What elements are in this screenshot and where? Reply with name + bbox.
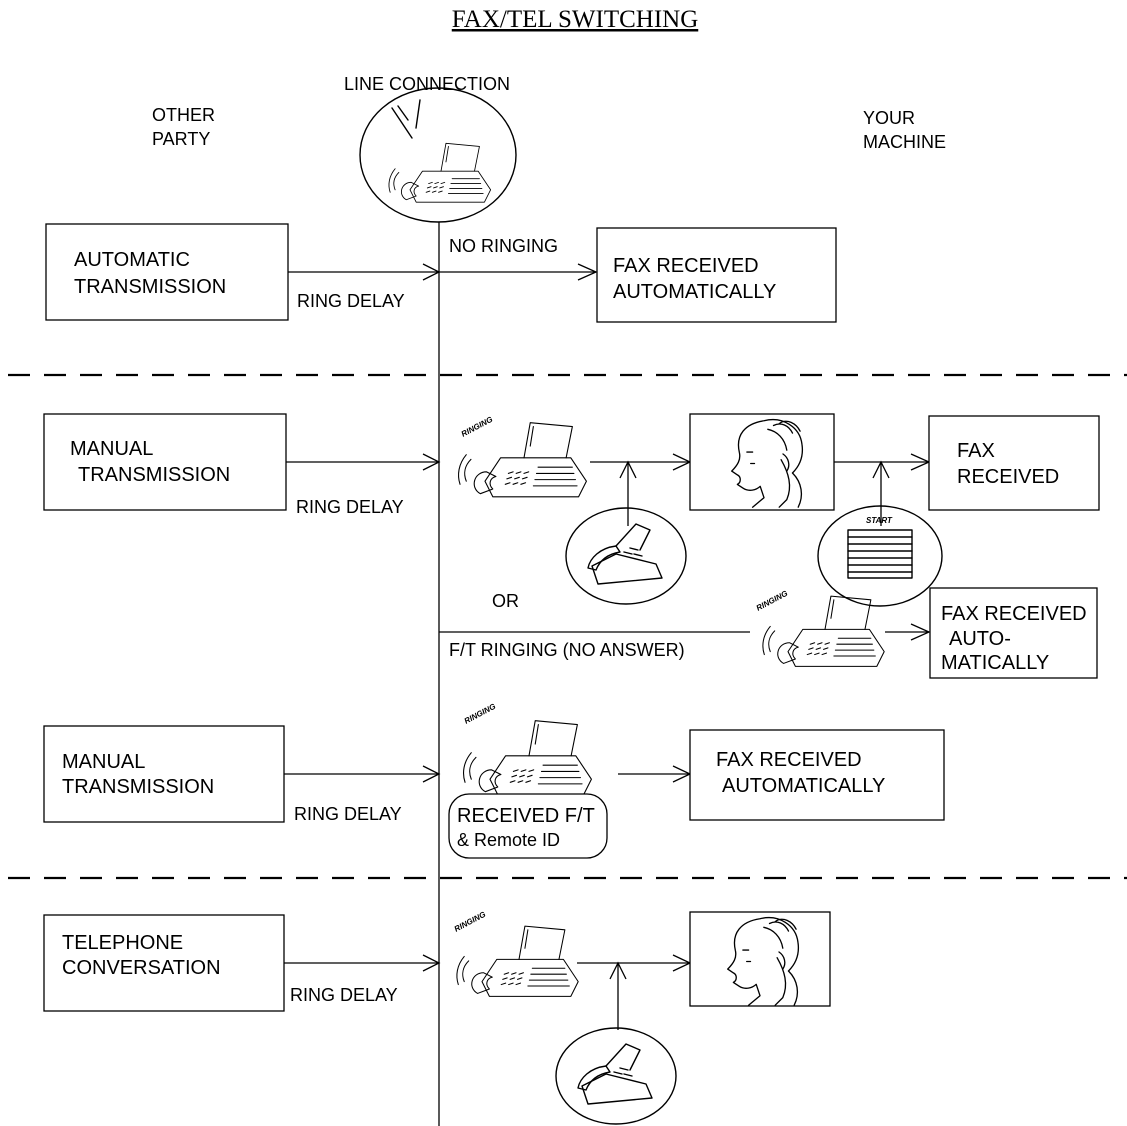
phone-label-1: TELEPHONE (62, 932, 183, 954)
phone-ringing-fax-icon: RINGING (453, 910, 579, 997)
ft-ringing-no-answer: F/T RINGING (NO ANSWER) (449, 640, 685, 660)
start-button-icon: START (817, 505, 943, 607)
manual2-result-box (689, 729, 945, 821)
phone-person-box (689, 911, 831, 1007)
or-label: OR (492, 591, 519, 611)
no-answer-result-label-2: AUTO- (949, 628, 1011, 650)
manual2-result-label-1: FAX RECEIVED (716, 749, 862, 771)
svg-text:RINGING: RINGING (460, 415, 494, 439)
header-other-party-1: OTHER (152, 105, 215, 125)
manual1-ring-delay: RING DELAY (296, 497, 404, 517)
auto-transmission-label-2: TRANSMISSION (74, 276, 226, 298)
badge-label-1: RECEIVED F/T (457, 805, 595, 827)
manual1-result-label-2: RECEIVED (957, 466, 1059, 488)
auto-result-label-1: FAX RECEIVED (613, 255, 759, 277)
header-other-party-2: PARTY (152, 129, 210, 149)
manual2-ringing-fax-icon: RINGING (463, 702, 592, 796)
svg-text:RINGING: RINGING (755, 589, 789, 613)
manual1-transmission-box (43, 413, 287, 511)
header-line-connection: LINE CONNECTION (344, 74, 510, 94)
no-answer-ringing-fax-icon: RINGING (755, 589, 885, 667)
manual1-person-box (689, 413, 835, 511)
svg-text:RINGING: RINGING (453, 910, 487, 934)
no-answer-result-label-3: MATICALLY (941, 652, 1049, 674)
manual1-ringing-fax-icon: RINGING (457, 415, 587, 498)
manual2-label-2: TRANSMISSION (62, 776, 214, 798)
auto-result-label-2: AUTOMATICALLY (613, 281, 776, 303)
manual2-result-label-2: AUTOMATICALLY (722, 775, 885, 797)
manual2-transmission-box (43, 725, 285, 823)
auto-result-box (596, 227, 837, 323)
no-answer-result-label-1: FAX RECEIVED (941, 603, 1087, 625)
manual2-ring-delay: RING DELAY (294, 804, 402, 824)
auto-no-ringing: NO RINGING (449, 236, 558, 256)
manual1-result-box (928, 415, 1100, 511)
phone-label-2: CONVERSATION (62, 957, 221, 979)
svg-text:START: START (866, 516, 893, 525)
svg-text:RINGING: RINGING (463, 702, 497, 726)
received-ft-remote-id-badge (448, 793, 608, 859)
badge-label-2: & Remote ID (457, 830, 560, 850)
diagram-title: FAX/TEL SWITCHING (452, 6, 699, 33)
manual2-label-1: MANUAL (62, 751, 145, 773)
header-your-machine-1: YOUR (863, 108, 915, 128)
manual1-result-label-1: FAX (957, 440, 995, 462)
auto-transmission-label-1: AUTOMATIC (74, 249, 190, 271)
phone-ring-delay: RING DELAY (290, 985, 398, 1005)
line-connection-fax-icon (359, 87, 517, 223)
header-your-machine-2: MACHINE (863, 132, 946, 152)
phone-lift-handset-icon (555, 1027, 677, 1125)
auto-transmission-box (45, 223, 289, 321)
no-answer-result-box (929, 587, 1098, 679)
manual1-lift-handset-icon (565, 507, 687, 605)
manual1-label-1: MANUAL (70, 438, 153, 460)
manual1-label-2: TRANSMISSION (78, 464, 230, 486)
auto-ring-delay: RING DELAY (297, 291, 405, 311)
